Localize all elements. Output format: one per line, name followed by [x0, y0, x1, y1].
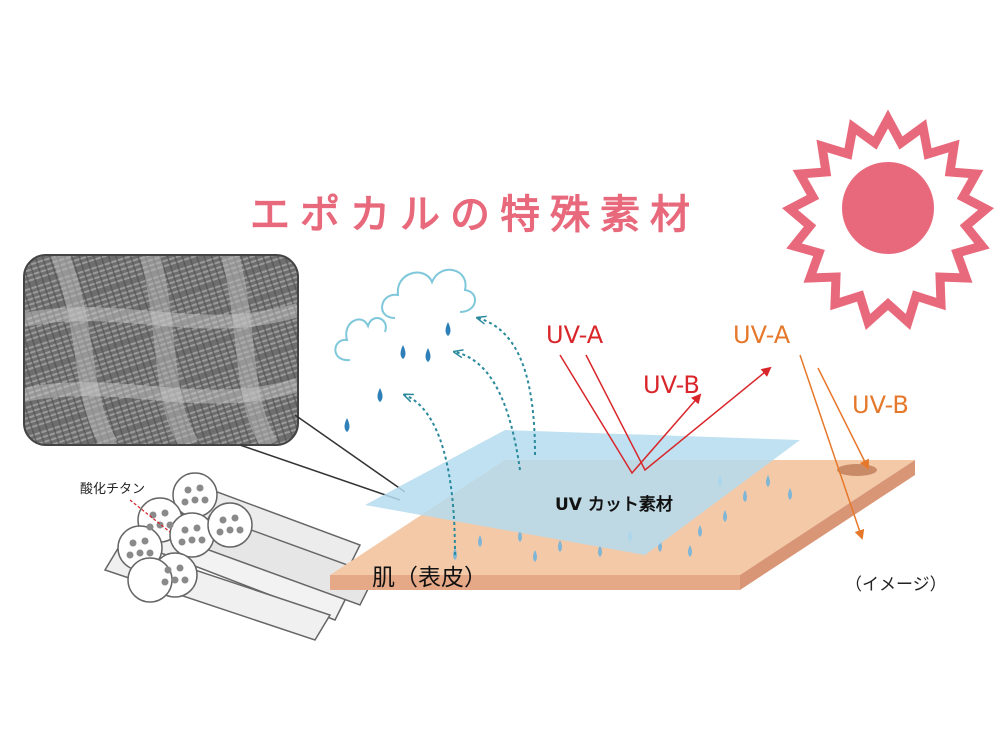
uvb-label-right: UV-B: [852, 391, 909, 419]
vapor-arrows: [405, 318, 536, 556]
uv-cut-film: [365, 430, 800, 555]
connector-line: [294, 414, 406, 493]
connector-line: [239, 444, 401, 501]
uv-rays-reflected: [559, 354, 772, 475]
uva-label-left: UV-A: [546, 321, 604, 349]
skin-label: 肌（表皮）: [372, 565, 487, 591]
fiber-bundle: [103, 472, 377, 641]
uv-rays-penetrating: [799, 354, 869, 540]
fiber-micrograph: [23, 254, 299, 446]
image-note-label: （イメージ）: [845, 575, 947, 595]
uva-label-right: UV-A: [733, 321, 791, 349]
water-drop-icon: [344, 322, 451, 432]
titanium-oxide-label: 酸化チタン: [80, 482, 145, 497]
cloud-icon: [334, 268, 476, 362]
titanium-pointer: [129, 499, 171, 533]
page-title: エポカルの特殊素材: [250, 192, 700, 238]
sun-icon: [781, 109, 995, 331]
uv-cut-label: UV カット素材: [555, 494, 673, 515]
uvb-label-left: UV-B: [643, 371, 700, 399]
